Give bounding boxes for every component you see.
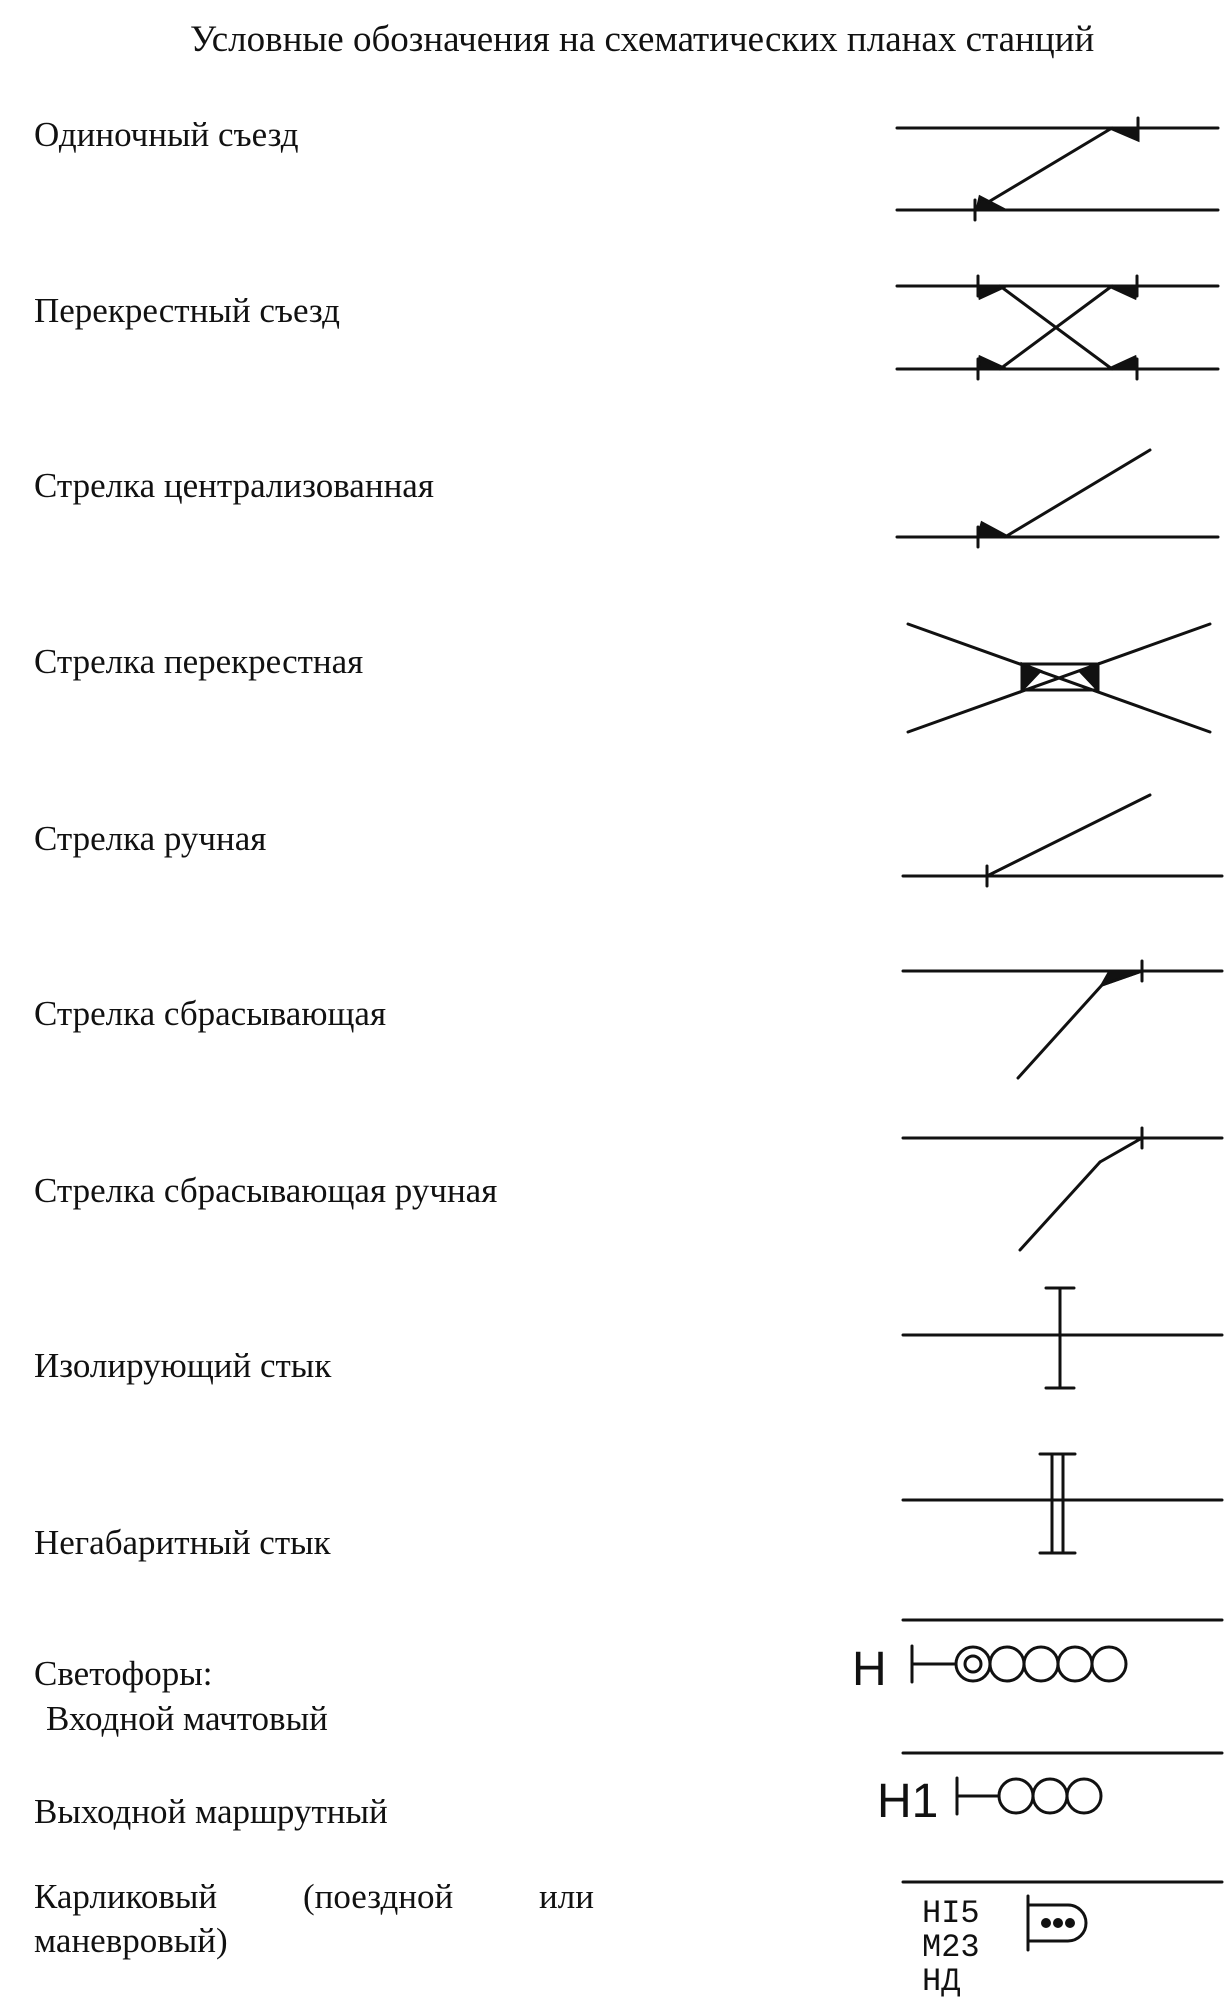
dwarf-signal-code-1: НІ5 (922, 1895, 980, 1932)
page-title: Условные обозначения на схематических пл… (190, 19, 1095, 60)
insulated-joint-icon (901, 1286, 1224, 1390)
legend-label-derailing-switch: Стрелка сбрасывающая (34, 994, 387, 1033)
single-crossover-icon (895, 116, 1220, 222)
legend-label-single-crossover: Одиночный съезд (34, 115, 299, 154)
legend-label-scissors-crossover: Перекрестный съезд (34, 291, 340, 330)
legend-label-home-mast-signal: Входной мачтовый (46, 1699, 328, 1738)
derailing-switch-icon (901, 959, 1224, 1080)
legend-label-exit-route-signal: Выходной маршрутный (34, 1792, 388, 1831)
dwarf-signal-code-3: НД (922, 1963, 960, 2000)
exit-route-signal-code: Н1 (877, 1775, 938, 1828)
legend-label-centralized-switch: Стрелка централизованная (34, 466, 434, 505)
legend-label-crossing-switch: Стрелка перекрестная (34, 642, 364, 681)
dwarf-signal-code-2: М23 (922, 1929, 980, 1966)
legend-label-insulated-joint: Изолирующий стык (34, 1346, 332, 1385)
legend-label-manual-derailing-switch: Стрелка сбрасывающая ручная (34, 1171, 498, 1210)
centralized-switch-icon (895, 448, 1220, 549)
crossing-switch-icon (906, 622, 1212, 734)
exit-route-signal-icon (901, 1751, 1224, 1816)
signals-heading: Светофоры: (34, 1654, 213, 1693)
scissors-crossover-icon (895, 274, 1220, 381)
manual-switch-icon (901, 793, 1224, 888)
home-mast-signal-code: Н (852, 1643, 887, 1696)
home-mast-signal-icon (901, 1618, 1224, 1684)
legend-label-manual-switch: Стрелка ручная (34, 819, 267, 858)
dwarf-signal-icon (901, 1880, 1224, 1952)
legend-label-out-of-gauge-joint: Негабаритный стык (34, 1523, 331, 1562)
manual-derailing-switch-icon (901, 1126, 1224, 1252)
out-of-gauge-joint-icon (901, 1452, 1224, 1555)
legend-label-dwarf-signal: Карликовый (поездной или маневровый) (34, 1877, 594, 1960)
